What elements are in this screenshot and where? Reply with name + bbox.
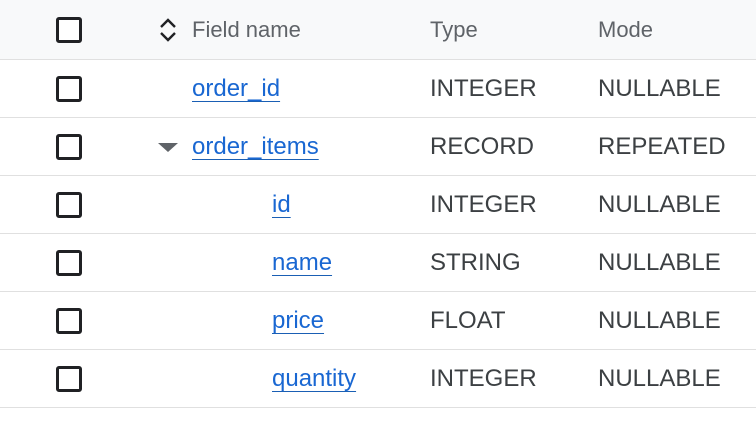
field-mode: NULLABLE: [598, 190, 721, 218]
field-mode: REPEATED: [598, 132, 726, 160]
expand-triangle-icon[interactable]: [157, 140, 179, 154]
field-type: INTEGER: [430, 74, 537, 102]
field-name-link[interactable]: order_id: [192, 74, 281, 102]
field-mode: NULLABLE: [598, 306, 721, 334]
schema-table: Field name Type Mode order_id INTEGER NU…: [0, 0, 756, 408]
field-type: STRING: [430, 248, 521, 276]
field-name-link[interactable]: quantity: [272, 364, 357, 392]
row-checkbox[interactable]: [56, 365, 82, 392]
table-row: name STRING NULLABLE: [0, 234, 756, 292]
row-checkbox-cell: [56, 350, 82, 407]
field-name-link[interactable]: name: [272, 248, 333, 276]
field-name-cell: id: [272, 176, 291, 233]
row-checkbox[interactable]: [56, 249, 82, 276]
field-name-link[interactable]: price: [272, 306, 325, 334]
row-checkbox-cell: [56, 118, 82, 175]
sort-button[interactable]: [157, 0, 179, 59]
field-mode: NULLABLE: [598, 364, 721, 392]
field-type: INTEGER: [430, 364, 537, 392]
header-checkbox-cell: [56, 0, 82, 59]
field-type: RECORD: [430, 132, 535, 160]
select-all-checkbox[interactable]: [56, 16, 82, 43]
table-row: quantity INTEGER NULLABLE: [0, 350, 756, 408]
row-checkbox-cell: [56, 60, 82, 117]
field-type: INTEGER: [430, 190, 537, 218]
field-type: FLOAT: [430, 306, 506, 334]
field-mode: NULLABLE: [598, 74, 721, 102]
column-header-field-name[interactable]: Field name: [192, 16, 301, 42]
column-header-type[interactable]: Type: [430, 16, 478, 42]
row-checkbox-cell: [56, 176, 82, 233]
table-row: id INTEGER NULLABLE: [0, 176, 756, 234]
field-name-cell: name: [272, 234, 332, 291]
field-name-cell: price: [272, 292, 324, 349]
row-checkbox[interactable]: [56, 133, 82, 160]
table-header-row: Field name Type Mode: [0, 0, 756, 60]
row-checkbox[interactable]: [56, 75, 82, 102]
field-mode: NULLABLE: [598, 248, 721, 276]
row-checkbox-cell: [56, 234, 82, 291]
field-name-cell: order_id: [192, 60, 280, 117]
table-row: order_id INTEGER NULLABLE: [0, 60, 756, 118]
column-header-mode[interactable]: Mode: [598, 16, 654, 42]
row-checkbox-cell: [56, 292, 82, 349]
expand-toggle[interactable]: [157, 118, 179, 175]
field-name-link[interactable]: order_items: [192, 132, 319, 160]
sort-updown-icon[interactable]: [157, 16, 179, 44]
row-checkbox[interactable]: [56, 191, 82, 218]
table-row: order_items RECORD REPEATED: [0, 118, 756, 176]
field-name-cell: order_items: [192, 118, 319, 175]
field-name-cell: quantity: [272, 350, 356, 407]
row-checkbox[interactable]: [56, 307, 82, 334]
table-row: price FLOAT NULLABLE: [0, 292, 756, 350]
field-name-link[interactable]: id: [272, 190, 291, 218]
